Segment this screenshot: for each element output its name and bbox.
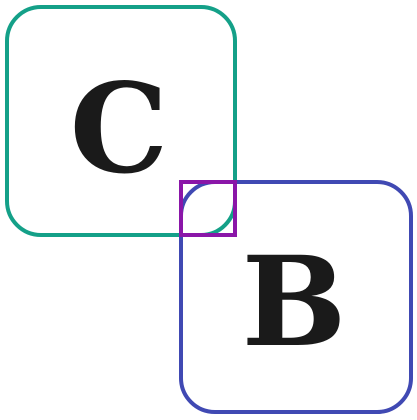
tile-b-frame [179,180,413,414]
overlap-square [179,180,237,237]
tile-b-letter: B [242,230,347,375]
tile-c-frame [5,5,237,237]
tile-c-letter: C [70,57,169,202]
